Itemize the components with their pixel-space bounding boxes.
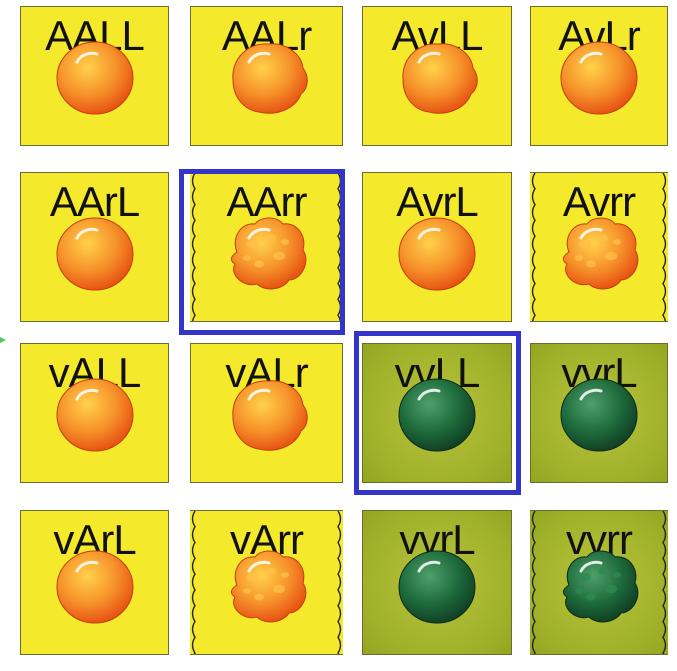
green-pea-icon: [551, 541, 647, 631]
genotype-cell: AvLr: [530, 6, 668, 146]
genotype-cell: vArr: [190, 510, 343, 655]
yellow-pea-icon: [47, 369, 143, 459]
genotype-cell: vALL: [20, 343, 169, 483]
genotype-cell: vvrr: [530, 510, 668, 655]
wavy-edge-icon: [333, 511, 343, 654]
yellow-pea-icon: [47, 208, 143, 298]
pea-seed: [219, 541, 315, 636]
pea-seed: [389, 32, 485, 127]
highlight-box: [354, 331, 521, 495]
pea-seed: [219, 32, 315, 127]
yellow-pea-icon: [551, 32, 647, 122]
wavy-edge-icon: [530, 511, 540, 654]
pea-seed: [47, 369, 143, 464]
genotype-cell: AvLL: [362, 6, 512, 146]
genotype-cell: vvrL: [362, 510, 512, 655]
pea-seed: [551, 208, 647, 303]
pea-seed: [551, 541, 647, 636]
genotype-cell: AALr: [190, 6, 343, 146]
wavy-edge-icon: [530, 173, 540, 321]
yellow-pea-icon: [47, 32, 143, 122]
green-pea-icon: [389, 541, 485, 631]
pea-seed: [47, 32, 143, 127]
genotype-cell: AALL: [20, 6, 169, 146]
wavy-edge-icon: [658, 511, 668, 654]
pea-seed: [551, 369, 647, 464]
genotype-cell: vArL: [20, 510, 169, 655]
genotype-cell: vALr: [190, 343, 343, 483]
yellow-pea-icon: [389, 32, 485, 122]
yellow-pea-icon: [219, 369, 315, 459]
yellow-pea-icon: [219, 32, 315, 122]
wavy-edge-icon: [658, 173, 668, 321]
pea-seed: [47, 541, 143, 636]
pea-seed: [47, 208, 143, 303]
highlight-box: [179, 169, 345, 335]
yellow-pea-icon: [389, 208, 485, 298]
genotype-cell: AArL: [20, 172, 169, 322]
pea-seed: [219, 369, 315, 464]
pea-seed: [389, 208, 485, 303]
pea-seed: [389, 541, 485, 636]
yellow-pea-icon: [47, 541, 143, 631]
left-arrow-mark: [0, 337, 6, 343]
pea-seed: [551, 32, 647, 127]
genotype-cell: Avrr: [530, 172, 668, 322]
genotype-cell: vvrL: [530, 343, 668, 483]
wavy-edge-icon: [190, 511, 200, 654]
yellow-pea-icon: [219, 541, 315, 631]
yellow-pea-icon: [551, 208, 647, 298]
genotype-cell: AvrL: [362, 172, 512, 322]
green-pea-icon: [551, 369, 647, 459]
